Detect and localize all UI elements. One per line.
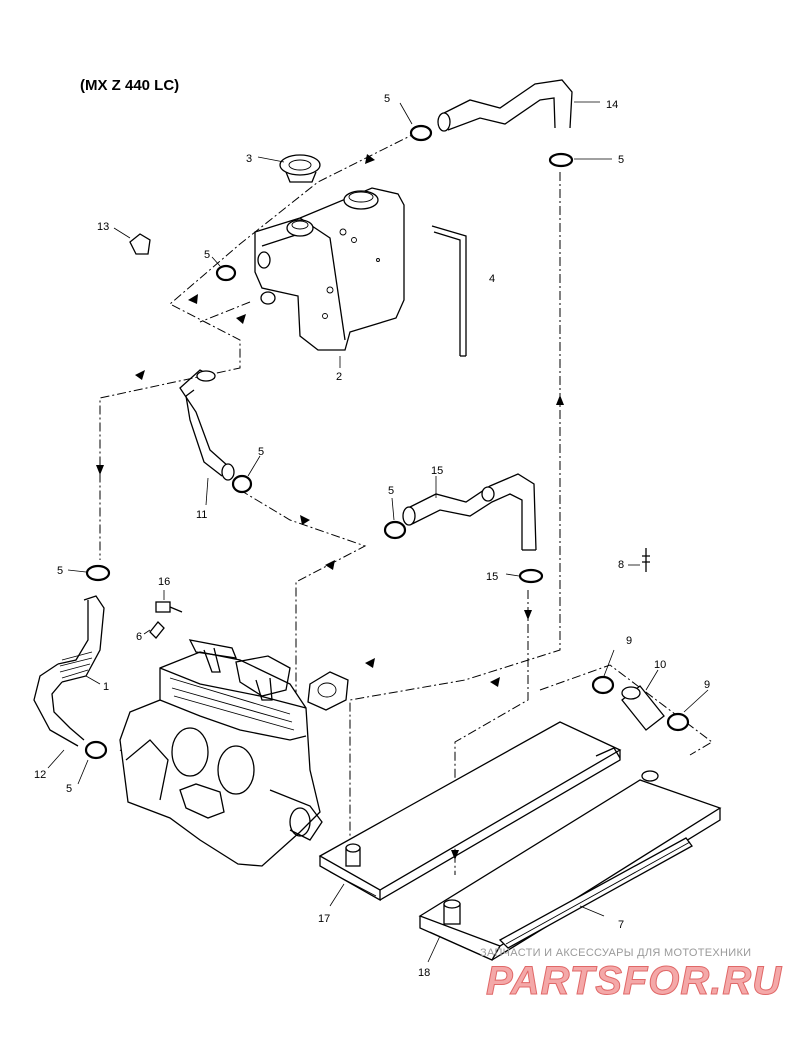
hose-15 xyxy=(402,473,537,551)
callout-5d: 5 xyxy=(258,446,264,458)
clamp-5b xyxy=(548,152,574,168)
engine xyxy=(119,639,323,867)
cap-3 xyxy=(279,154,321,183)
hose-14 xyxy=(437,79,573,132)
radiator-18 xyxy=(418,770,722,961)
clamp-5f xyxy=(85,564,111,582)
callout-18: 18 xyxy=(418,967,430,979)
radiator-17 xyxy=(318,721,622,902)
hose-12 xyxy=(33,663,85,747)
callout-17: 17 xyxy=(318,913,330,925)
callout-5c: 5 xyxy=(204,249,210,261)
hose-11 xyxy=(179,369,235,481)
clamp-5c xyxy=(215,264,237,282)
callout-11: 11 xyxy=(196,509,207,521)
clamp-5a xyxy=(409,124,433,142)
tube-4 xyxy=(431,225,467,357)
callout-1: 1 xyxy=(103,681,109,693)
watermark: ЗАПЧАСТИ И АКСЕССУАРЫ ДЛЯ МОТОТЕХНИКИ PA… xyxy=(480,947,782,1004)
watermark-brand: PARTSFOR.RU xyxy=(486,959,782,1003)
callout-8: 8 xyxy=(618,559,624,571)
callout-7: 7 xyxy=(618,919,624,931)
clamp-9a xyxy=(591,675,615,695)
leader-lines xyxy=(47,101,709,963)
callout-5b: 5 xyxy=(618,154,624,166)
callout-5a: 5 xyxy=(384,93,390,105)
screw-8 xyxy=(642,548,650,572)
callout-12: 12 xyxy=(34,769,46,781)
callout-10: 10 xyxy=(654,659,666,671)
sensor-16 xyxy=(155,601,183,613)
callout-6: 6 xyxy=(136,631,142,643)
clamp-5g xyxy=(84,740,108,760)
callout-5g: 5 xyxy=(66,783,72,795)
fitting-6 xyxy=(149,621,165,639)
callout-9b: 9 xyxy=(704,679,710,691)
coolant-tank-2 xyxy=(254,187,405,351)
callout-15b: 15 xyxy=(486,571,498,583)
clamps xyxy=(84,124,690,760)
callout-5f: 5 xyxy=(57,565,63,577)
thermostat-housing xyxy=(307,671,349,711)
callout-14: 14 xyxy=(606,99,618,111)
callout-16: 16 xyxy=(158,576,170,588)
callout-13: 13 xyxy=(97,221,109,233)
callout-9a: 9 xyxy=(626,635,632,647)
callout-4: 4 xyxy=(489,273,495,285)
clamp-5e xyxy=(383,520,407,540)
watermark-caption: ЗАПЧАСТИ И АКСЕССУАРЫ ДЛЯ МОТОТЕХНИКИ xyxy=(480,947,751,959)
callout-3: 3 xyxy=(246,153,252,165)
callout-15a: 15 xyxy=(431,465,443,477)
clamp-9b xyxy=(666,712,690,732)
rail-7 xyxy=(498,837,693,949)
clip-13 xyxy=(129,233,151,255)
connector-10 xyxy=(621,685,665,731)
clamp-5d xyxy=(231,474,253,494)
diagram-title: (MX Z 440 LC) xyxy=(80,77,179,94)
callout-5e: 5 xyxy=(388,485,394,497)
flow-arrows xyxy=(96,154,564,860)
callouts: 1 2 3 4 5 5 5 5 5 5 5 6 7 8 9 9 10 11 12… xyxy=(34,93,710,979)
hose-1 xyxy=(57,595,105,683)
callout-2: 2 xyxy=(336,371,342,383)
clamp-15b xyxy=(518,568,544,584)
